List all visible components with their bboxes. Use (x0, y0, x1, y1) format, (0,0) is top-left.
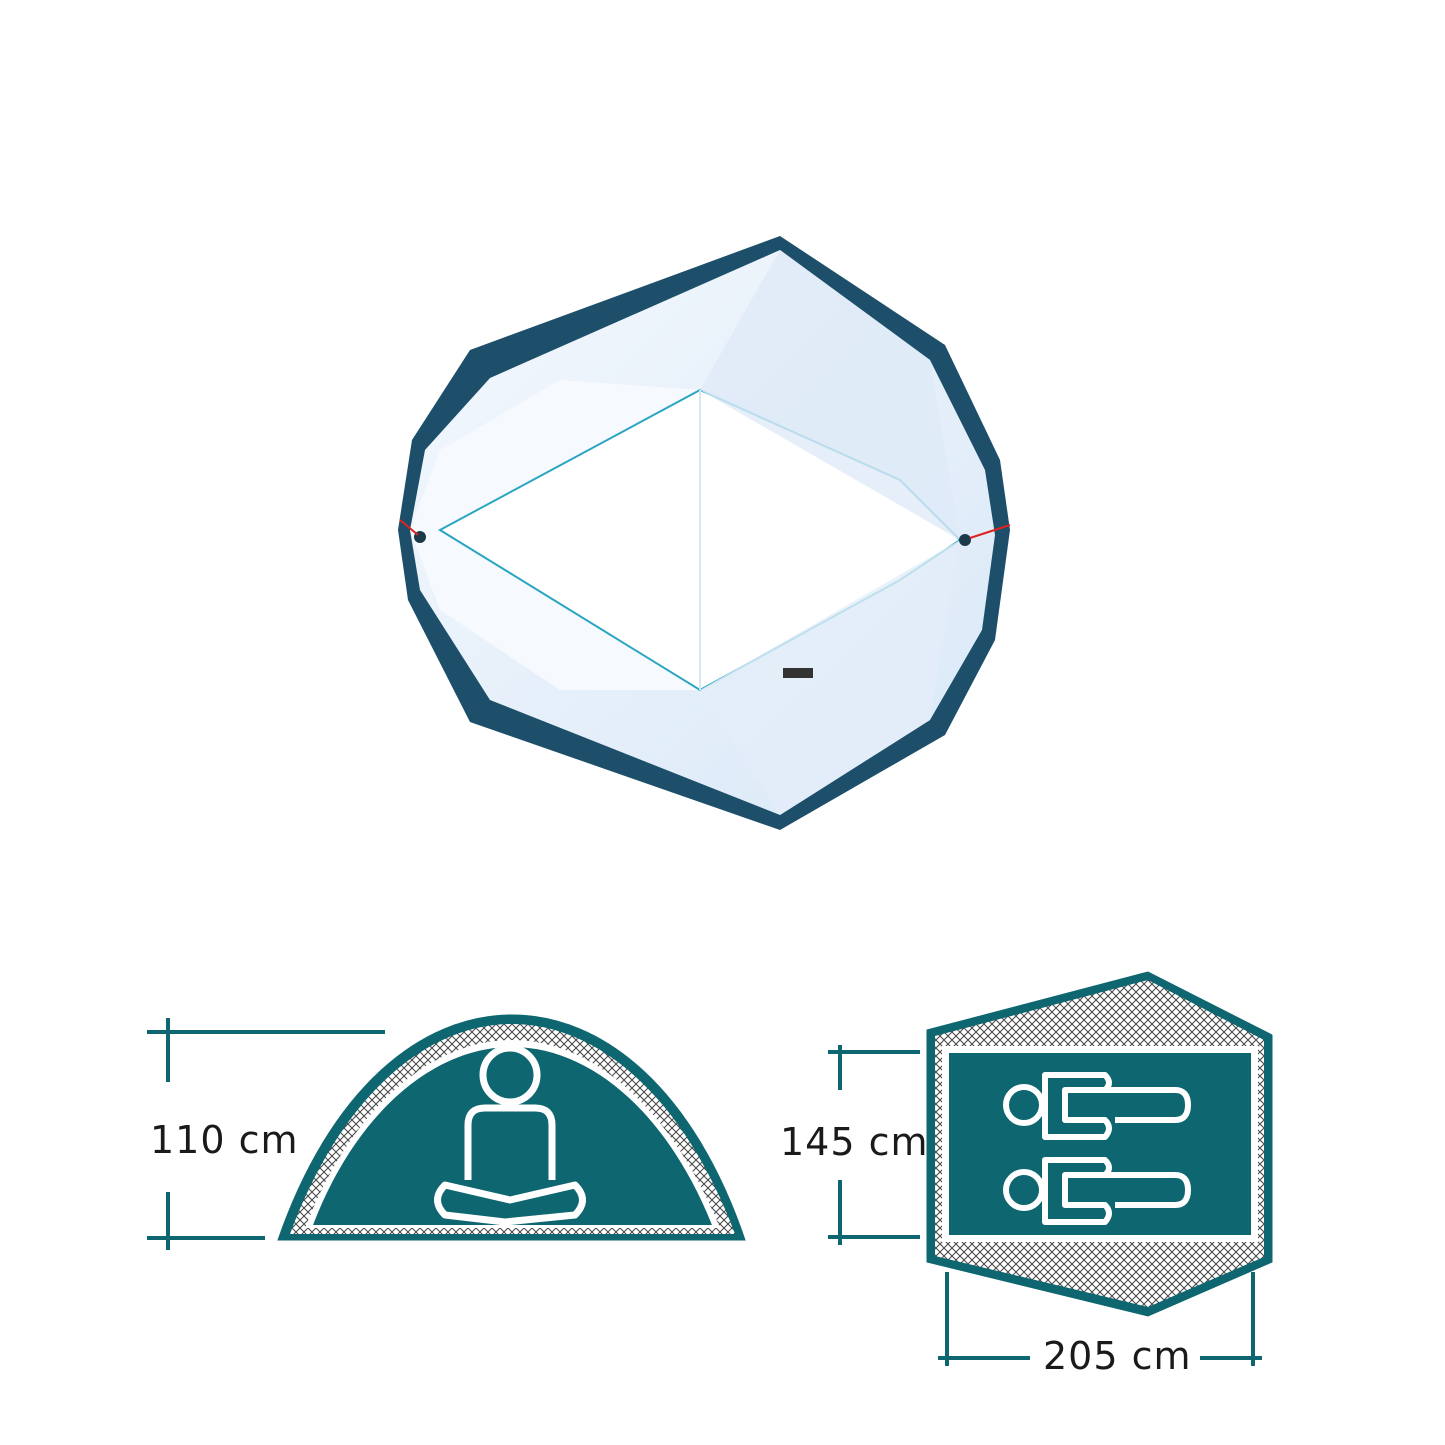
seated-person-icon (434, 1044, 586, 1226)
tent-vent-right (959, 534, 971, 546)
height-dimension-label: 110 cm (150, 1118, 299, 1162)
tent-label (783, 668, 813, 678)
two-sleeping-persons-icon (1003, 1072, 1191, 1225)
floor-plan-diagram (828, 971, 1273, 1366)
side-view-diagram (147, 1014, 746, 1250)
tent-top-view-photo (398, 236, 1011, 830)
width-dimension-label: 145 cm (780, 1120, 929, 1164)
length-dimension-label: 205 cm (1043, 1334, 1192, 1378)
